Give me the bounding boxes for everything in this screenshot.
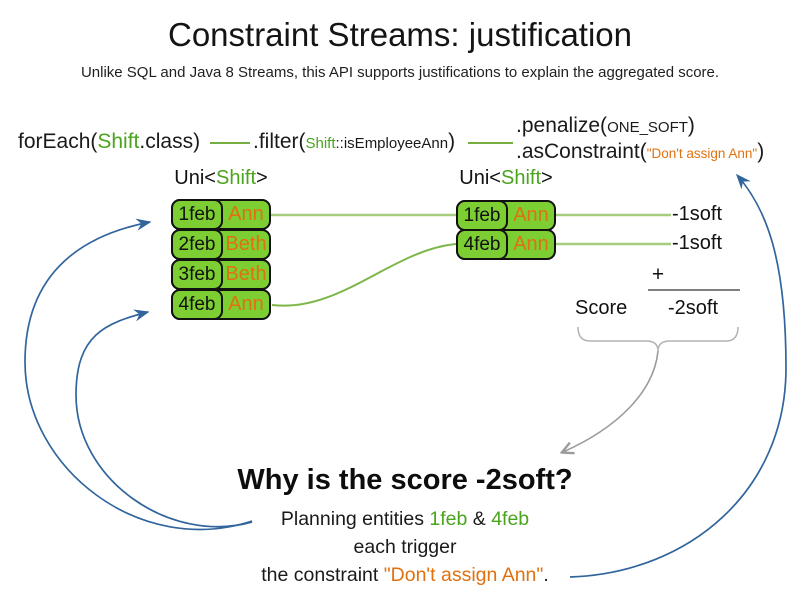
- code-foreach: forEach(Shift.class): [18, 130, 200, 154]
- explanation-line2: each trigger: [353, 536, 457, 558]
- date-chip: 2feb: [171, 229, 223, 260]
- employee-name: Beth: [225, 263, 267, 285]
- plus-sign: +: [651, 263, 665, 286]
- code-filter-class: Shift: [305, 135, 336, 152]
- shift-row-left-2feb: 2feb Beth: [171, 229, 271, 260]
- shift-row-left-3feb: 3feb Beth: [171, 259, 271, 290]
- uni-right-prefix: Uni<: [459, 167, 501, 189]
- line3-prefix: the constraint: [261, 564, 384, 586]
- code-penalize-arg: ONE_SOFT: [607, 119, 688, 136]
- score-value: -2soft: [668, 297, 719, 319]
- uni-left-param: Shift: [215, 167, 257, 189]
- code-filter: .filter(Shift::isEmployeeAnn): [253, 130, 455, 154]
- code-foreach-class: Shift: [97, 130, 140, 153]
- date-chip: 4feb: [171, 289, 223, 320]
- code-penalize-prefix: .penalize(: [516, 114, 608, 137]
- uni-right-suffix: >: [541, 167, 553, 189]
- date-chip: 4feb: [456, 229, 508, 260]
- code-asconstraint-prefix: .asConstraint(: [516, 140, 647, 163]
- page-subtitle: Unlike SQL and Java 8 Streams, this API …: [80, 64, 720, 81]
- uni-right-param: Shift: [500, 167, 542, 189]
- code-foreach-suffix: .class): [139, 130, 201, 153]
- employee-name: Ann: [228, 203, 264, 225]
- code-asconstraint-arg: "Don't assign Ann": [646, 146, 758, 161]
- explanation-line3: the constraint "Don't assign Ann".: [5, 564, 800, 587]
- code-penalize-suffix: ): [687, 114, 695, 137]
- employee-name: Ann: [513, 233, 549, 255]
- code-penalize: .penalize(ONE_SOFT): [516, 114, 695, 138]
- employee-name: Beth: [225, 233, 267, 255]
- penalty-label-1: -1soft: [672, 203, 723, 225]
- line3-suffix: .: [543, 564, 549, 586]
- uni-shift-label-right: Uni<Shift>: [456, 167, 556, 190]
- line3-constraint: "Don't assign Ann": [383, 564, 544, 586]
- score-label: Score: [575, 297, 628, 319]
- date-chip: 1feb: [456, 200, 508, 231]
- shift-row-right-1feb: 1feb Ann: [456, 200, 556, 231]
- code-filter-prefix: .filter(: [253, 130, 306, 153]
- uni-left-prefix: Uni<: [174, 167, 216, 189]
- line1-entity-4feb: 4feb: [491, 508, 530, 530]
- blue-arrow-to-4feb: [75, 309, 253, 528]
- blue-arrow-to-constraint: [569, 173, 787, 578]
- gray-arrow-to-why: [563, 350, 659, 452]
- date-chip: 1feb: [171, 199, 223, 230]
- shift-row-right-4feb: 4feb Ann: [456, 229, 556, 260]
- connector-4feb-curve: [271, 243, 457, 307]
- code-foreach-prefix: forEach(: [18, 130, 98, 153]
- code-asconstraint: .asConstraint("Don't assign Ann"): [516, 140, 764, 164]
- employee-name: Ann: [513, 204, 549, 226]
- explanation-line1: Planning entities 1feb & 4feb: [5, 508, 800, 531]
- line1-amp: &: [467, 508, 492, 530]
- why-heading: Why is the score -2soft?: [237, 464, 573, 496]
- code-asconstraint-suffix: ): [757, 140, 765, 163]
- code-filter-method: ::isEmployeeAnn: [335, 135, 449, 152]
- shift-row-left-4feb: 4feb Ann: [171, 289, 271, 320]
- line1-entity-1feb: 1feb: [429, 508, 468, 530]
- uni-left-suffix: >: [256, 167, 268, 189]
- shift-row-left-1feb: 1feb Ann: [171, 199, 271, 230]
- uni-shift-label-left: Uni<Shift>: [171, 167, 271, 190]
- blue-arrow-to-1feb: [24, 218, 253, 531]
- date-chip: 3feb: [171, 259, 223, 290]
- code-filter-suffix: ): [448, 130, 456, 153]
- line1-prefix: Planning entities: [280, 508, 430, 530]
- page-title: Constraint Streams: justification: [167, 16, 632, 53]
- sum-brace: [577, 326, 739, 352]
- employee-name: Ann: [228, 293, 264, 315]
- penalty-label-2: -1soft: [672, 232, 723, 254]
